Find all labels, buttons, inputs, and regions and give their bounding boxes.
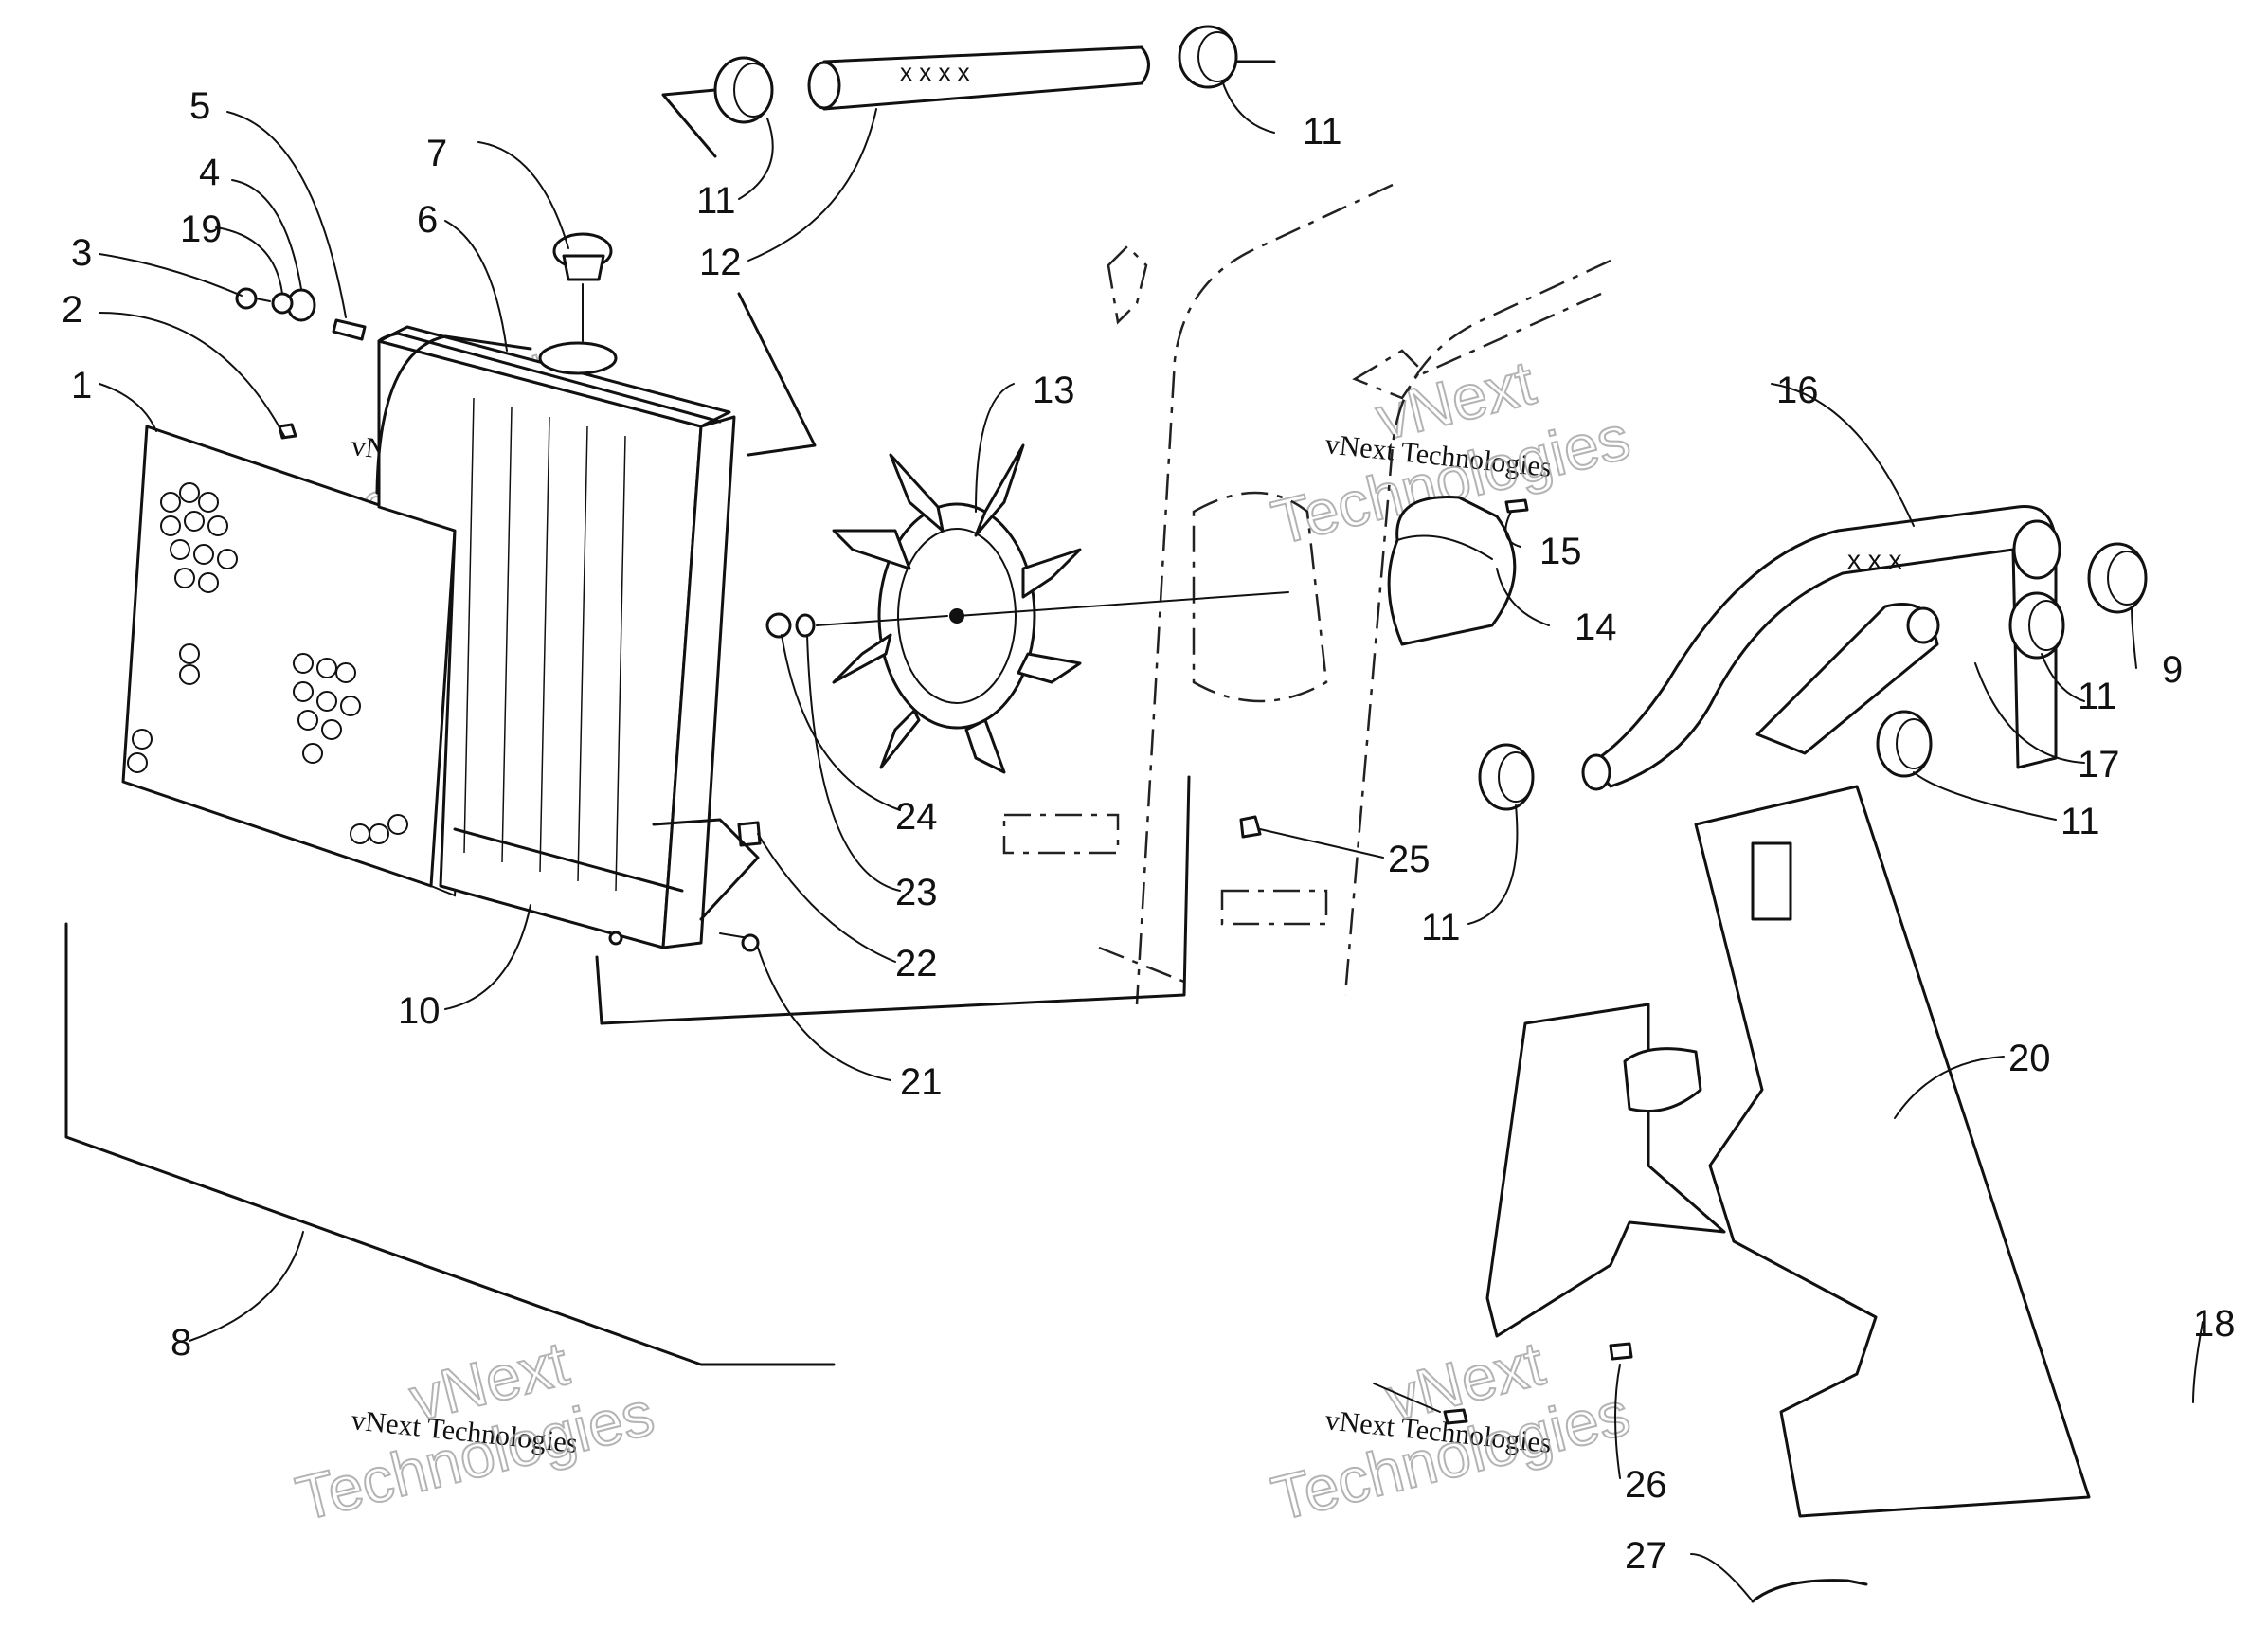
callout-19: 19 [180, 208, 223, 250]
callout-11: 11 [1421, 907, 1461, 949]
side-panel-part-20 [1485, 785, 2091, 1518]
callout-14: 14 [1575, 606, 1617, 648]
radiator-cap-part-7 [538, 232, 618, 375]
callout-16: 16 [1776, 370, 1819, 411]
callout-11: 11 [2078, 676, 2117, 717]
svg-text:x x x: x x x [1847, 545, 1902, 574]
callout-8: 8 [171, 1322, 191, 1364]
lower-hose-part-16: x x x [1581, 505, 2061, 791]
watermark-top-right: vNext vNext Technologies Technologies [1264, 346, 1637, 559]
short-hose-part-17 [1755, 603, 1940, 755]
nut-part-24 [765, 612, 792, 639]
callout-3: 3 [71, 232, 92, 274]
callout-21: 21 [900, 1061, 943, 1103]
callout-5: 5 [189, 85, 210, 127]
callout-27: 27 [1625, 1535, 1667, 1577]
hose-clamp-part-11 [713, 56, 774, 124]
callout-23: 23 [895, 872, 938, 913]
callout-7: 7 [426, 133, 447, 174]
hose-clamp-part-11 [1478, 743, 1535, 811]
callout-10: 10 [398, 990, 441, 1032]
vehicle-frame-outline [1002, 183, 1611, 1005]
radiator-part-10 [377, 325, 736, 949]
callout-22: 22 [895, 943, 938, 985]
screw-part-18 [1373, 1383, 1468, 1425]
nut-part-3 [235, 287, 258, 310]
callout-labels: 1 2 3 19 4 5 6 7 11 12 11 13 16 15 14 9 … [62, 85, 2236, 1577]
bolt-part-15 [1504, 498, 1529, 514]
callout-9: 9 [2162, 649, 2183, 691]
bolt-part-21 [719, 932, 760, 952]
cooling-fan-part-13 [832, 443, 1289, 774]
hose-clamp-part-11 [2008, 591, 2065, 660]
callout-18: 18 [2193, 1303, 2236, 1345]
callout-13: 13 [1033, 370, 1075, 411]
svg-text:x x x x: x x x x [900, 58, 970, 86]
callout-11: 11 [696, 180, 736, 222]
callout-20: 20 [2008, 1038, 2051, 1079]
callout-11: 11 [1303, 111, 1342, 153]
overflow-tube-part-6 [375, 334, 532, 495]
callout-12: 12 [699, 242, 742, 283]
hose-clamp-part-9 [2087, 542, 2148, 614]
upper-hose-part-12: x x x x [807, 45, 1150, 111]
callout-17: 17 [2078, 744, 2120, 786]
hose-clamp-part-11 [1178, 25, 1238, 89]
strap-part-27 [1751, 1579, 1868, 1603]
washer-part-23 [795, 613, 816, 638]
washer-part-19 [271, 292, 294, 315]
callout-26: 26 [1625, 1464, 1667, 1506]
callout-4: 4 [199, 152, 220, 193]
fan-motor-part-14 [1387, 496, 1517, 646]
callout-15: 15 [1539, 531, 1582, 572]
hose-clamp-part-11 [1876, 710, 1933, 778]
callout-1: 1 [71, 365, 92, 407]
leader-lines [64, 80, 2204, 1602]
callout-11: 11 [2061, 801, 2100, 842]
watermark-bottom-left: vNext vNext Technologies Technologies [288, 1327, 661, 1535]
callout-24: 24 [895, 796, 938, 838]
clip-part-25 [1239, 815, 1262, 839]
callout-25: 25 [1388, 839, 1431, 880]
watermark-bottom-right: vNext vNext Technologies Technologies [1264, 1327, 1637, 1535]
callout-2: 2 [62, 289, 82, 331]
fitting-part-5 [332, 318, 367, 341]
callout-6: 6 [417, 199, 438, 241]
clip-part-26 [1609, 1342, 1633, 1361]
